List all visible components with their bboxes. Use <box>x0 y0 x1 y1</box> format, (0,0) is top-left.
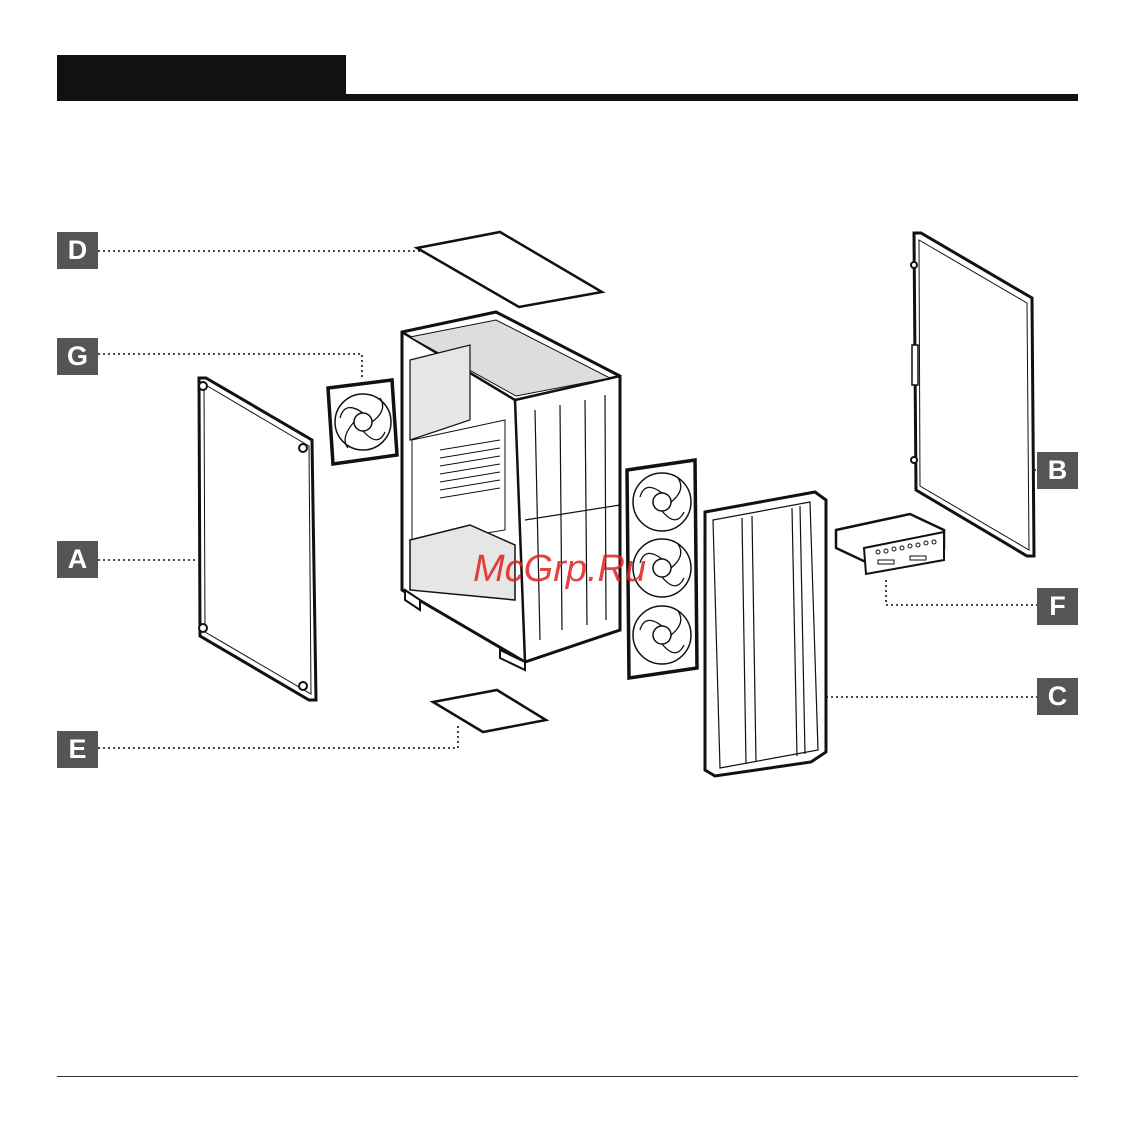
leader-line-e <box>98 724 458 748</box>
label-d: D <box>57 232 98 269</box>
leader-line-g <box>98 354 362 378</box>
top-dust-filter <box>417 232 602 307</box>
front-panel <box>705 492 826 776</box>
label-c: C <box>1037 678 1078 715</box>
right-side-panel <box>911 233 1034 556</box>
label-e: E <box>57 731 98 768</box>
bottom-dust-filter <box>433 690 546 732</box>
rear-fan <box>328 380 397 464</box>
chassis <box>402 312 620 670</box>
label-g: G <box>57 338 98 375</box>
label-f: F <box>1037 588 1078 625</box>
label-a: A <box>57 541 98 578</box>
watermark-text: McGrp.Ru <box>473 548 646 591</box>
left-side-panel <box>199 378 316 700</box>
front-fan-bottom <box>633 606 691 664</box>
hdd-cage <box>836 514 944 574</box>
label-b: B <box>1037 452 1078 489</box>
leader-line-f <box>886 580 1046 605</box>
front-fan-top <box>633 473 691 531</box>
